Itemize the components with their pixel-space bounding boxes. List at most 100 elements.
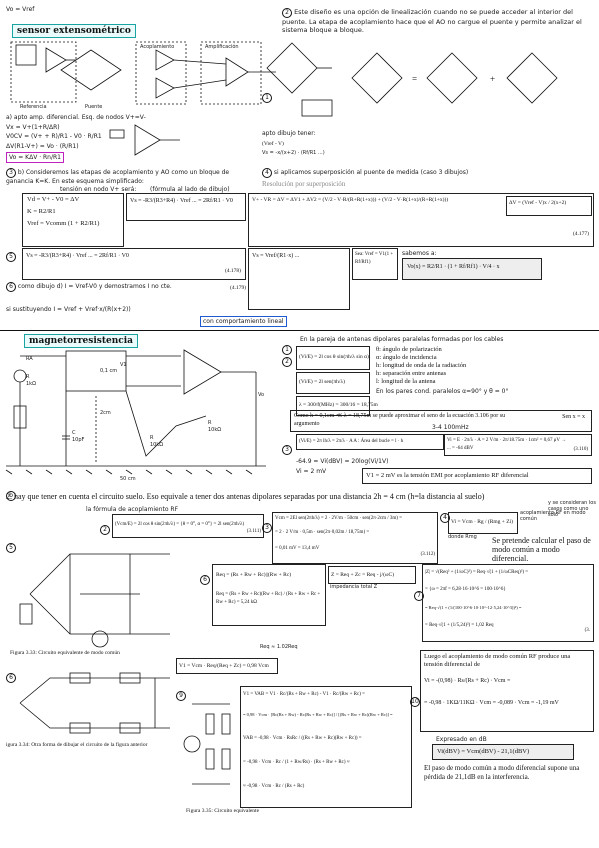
note-a: a) apto amp. diferencial. Esq. de nodos … [6,114,146,121]
legend-l: l: longitud de la antena [376,378,436,385]
eq-vi5-box: V1 = 2 mV es la tensión EMI por acoplami… [362,468,592,484]
expresado-note: Expresado en dB [436,736,487,743]
eq-vs: Vs = -R3/(R3+R4) · Vref ... = 2Rf/R1 · V… [130,198,233,204]
circuit-label-c: C [72,430,76,436]
eq-vx: Vx = V+(1+R/ΔR) [6,124,60,131]
note-c: 4 si aplicamos superposición al puente d… [262,168,592,178]
dv-label: ΔV = (Vref - V)x / 2(x+2) [509,200,567,206]
circled-4b-marker: 5 [6,534,16,553]
eq-absz-num: (3. [584,628,590,633]
eq-vcm-box: (Vcm/E) = 2l cos θ sin(2πh/λ) = {θ = 0°,… [112,514,264,538]
eq-lambda-box: λ = 300/f(MHz) = 300/16 = 18,75m [296,396,378,416]
label-amplificacion: Amplificación [205,44,239,50]
note-g: con comportamiento lineal [200,316,287,327]
text-como-box: Como h = 0,1cm ≪ λ = 18,75m se puede apr… [290,410,592,432]
circled-5c-marker: 6 [200,566,210,585]
eq-vab4: = -0,98 · Vcm · Rc / (1 + Rw/Rs) · (Rs +… [243,760,350,765]
fig333-caption: Figura 3.33: Circuito equivalente de mod… [10,650,120,656]
circled-number: 2 [100,525,110,535]
eq-seno: Sen x = x [562,414,585,420]
circuit-label-10k-2: 10kΩ [208,427,222,433]
circuit-label-50cm: 50 cm [120,476,136,482]
eq-vab2: = 0,98 · Vcm · [Rc(Rs + Rw) - Rc(Rs + Rw… [243,712,393,717]
circled-number: 1 [282,345,292,355]
svg-text:=: = [412,74,417,84]
common-mode-circuit [19,553,170,648]
circuit-label-ra: RA [26,356,33,362]
eq-z: Z = Req + Zc = Req - j/(ωC) [331,572,395,578]
circled-number: 3 [282,445,292,455]
circuit-label-r3: R [208,420,212,426]
eq-vcm4: = 0,01 mV = 13,4 mV [275,546,320,551]
legend-list: θ: ángulo de polarización α: ángulo de i… [376,346,586,386]
luego-text: Luego el acoplamiento de modo común RF p… [424,653,571,668]
eq-absz-box: |Z| = √(Req² + (1/ωC)²) = Req·√(1 + (1/ω… [422,564,594,642]
legend-lambda: h: longitud de onda de la radiación [376,362,467,369]
eq-absz4: = Req·√(1 + (1/5,24)²) = 1,02 Req [425,623,494,628]
eq-vl-box: V1 = Vcm · Req/(Req + Zc) = 0,98 Vcm [176,658,278,674]
eq-vcv: V0CV = (V+ + R)/R1 - V0 · R/R1 [6,133,102,140]
eq-vcm4-num: (3.112) [420,552,435,557]
circled-number: 9 [176,691,186,701]
circuit-label-r: R [26,374,30,380]
note-h: sabemos a: [402,250,437,257]
eq-num-4177: (4.177) [572,231,589,237]
circuit-label-2cm: 2cm [100,410,111,416]
label-acoplamiento: Acoplamiento [140,44,175,50]
circled-6b-marker: 7 [414,582,424,601]
circuit-label-10pf: 10pF [72,437,85,443]
eq-vi5: V1 = 2 mV [366,472,396,479]
eq-vi2: (Vi/E) = 2l sen(πh/λ) [299,379,345,385]
eq-db: Vi(dBV) = Vcm(dBV) - 21,1(dBV) [437,748,530,755]
eq-absz: |Z| = √(Req² + (1/ωC)²) = Req·√(1 + (1/ω… [425,570,529,575]
eq-vs2: Vs = -R3/(R3+R4) · Vref ... = 2Rf/R1 · V… [26,253,129,259]
eq-absz3: = Req·√(1 + (1/(100·10^6·10·10^-12·5,24·… [425,605,522,610]
eq-system-box: Vd = V+ - V0 = ΔV K = R2/R1 Vref = Vcomm… [22,193,124,247]
eq-vcm: (Vcm/E) = 2l cos θ sin(2πh/λ) = {θ = 0°,… [115,522,245,527]
circled-number: 4 [440,513,450,523]
circled-1-marker: 2 [282,348,292,367]
circled-number: 3 [6,168,16,178]
eq-h-box: Vo(x) = R2/R1 · (1 + Rf/Rf1) · V/4 · x [402,258,542,280]
eq-num-4179: (4.179) [230,285,247,291]
eq-vi-rf: Vi = Vcm · Rg / (Rmg + Zi) [451,519,513,525]
magneto-circuit-diagram [5,349,266,475]
formula-note: la fórmula de acoplamiento RF [86,506,179,513]
eq-vo: ΔV(R1-V+) = Vo · (R/R1) [6,143,79,150]
circled-number: 1 [262,93,272,103]
eq-lambda: λ = 300/f(MHz) = 300/16 = 18,75m [299,402,378,408]
eq-tail: Vs = Vref/(R1·x) ... [252,253,300,259]
eq-vi4-num: (3.110) [573,447,588,452]
eq-sea-box: Sea: Vref = V1(1 + Rf/Rf1) [352,248,398,280]
circled-a2-marker: 1 [282,336,292,355]
impedancia-note: impedancia total Z [330,584,378,590]
tension-nodo: tensión en nodo V+ será: [60,186,137,193]
donde-note: donde Rmg [448,534,477,540]
eq-sum-box: V+ - VR = ΔV = ΔV1 + ΔV2 = (V/2 - V·R/(R… [248,193,594,247]
eq-system-2: K = R2/R1 [27,208,56,215]
vi5-sub: Vi = 2 mV [296,468,327,475]
note-d: apto dibujo tener: [262,130,316,137]
eq-vi4: Vi = E · 2π/λ · A = 2 V/m · 2π/18.75m · … [447,438,567,451]
section-title-magneto: magnetorresistencia [24,334,138,348]
note-e: 6 como dibujo d) I = Vref-V0 y demostram… [6,282,246,292]
header-note: Vo = Vref [6,6,35,13]
eq-sum: V+ - VR = ΔV = ΔV1 + ΔV2 = (V/2 - V·R/(R… [252,197,449,203]
circled-number: 6 [6,673,16,683]
eq-db-box: Vi(dBV) = Vcm(dBV) - 21,1(dBV) [432,744,574,760]
circled-number: 7 [414,591,424,601]
dv-sub: (Vref - V) [262,141,284,147]
svg-text:+: + [490,74,495,84]
circled-4-marker: 5 [6,243,16,262]
eq-vab5: ≈ -0,98 · Vcm · Rc / (Rs + Rc) [243,784,305,789]
circled-number: 6 [6,282,16,292]
circled-number: 2 [282,8,292,18]
eq-vi2-box: (Vi/E) = 2l sen(πh/λ) [296,372,370,394]
circled-1b-marker: 2 [100,516,110,535]
circled-number: 3 [262,523,272,533]
eq-vi3: (Vi/E) = 2π lh/λ = 2π/λ · A A : Área del… [299,439,404,444]
eq-absz2: = {ω = 2πf = 6,28·16·10^6 = 100·10^6} [425,587,506,592]
section-title-sensor: sensor extensométrico [12,24,136,38]
text-como: Como h = 0,1cm ≪ λ = 18,75m se puede apr… [294,413,506,427]
bridge-description: 2 Este diseño es una opción de linealiza… [282,8,582,34]
